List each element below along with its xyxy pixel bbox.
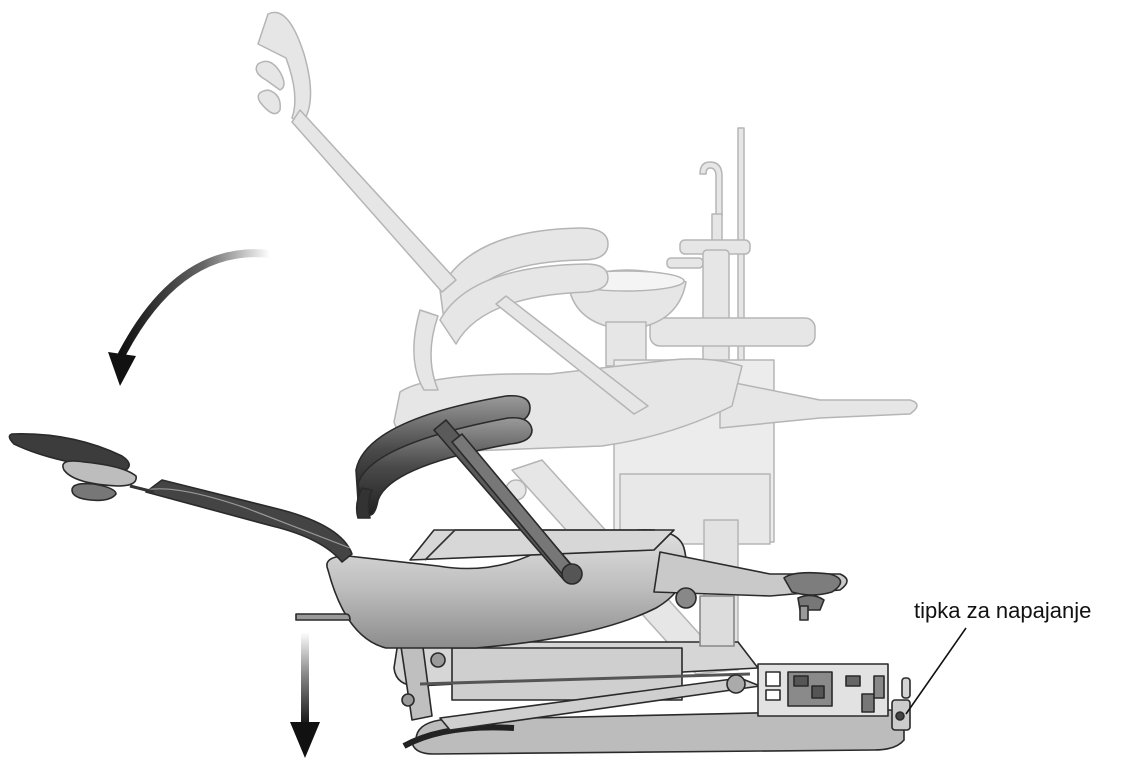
power-button[interactable] <box>891 677 911 731</box>
chair-backrest <box>145 479 353 563</box>
power-icon <box>895 711 905 721</box>
upright-chair-ghost <box>255 11 918 675</box>
chair-armrest-lower <box>357 416 533 516</box>
reclined-chair <box>8 394 911 755</box>
arrow-down-icon <box>290 722 320 758</box>
electronics-compartment <box>757 663 889 717</box>
ghost-right-arm <box>719 379 918 429</box>
lower-arrow <box>290 632 320 758</box>
ghost-backrest <box>257 11 312 125</box>
recline-arrow <box>108 249 274 386</box>
callout-leader-line <box>905 627 967 715</box>
ghost-cuspidor <box>567 161 816 371</box>
chair-base-plate <box>411 709 905 755</box>
curved-arrow-down-icon <box>108 352 136 386</box>
power-button-callout-label: tipka za napajanje <box>914 598 1092 623</box>
